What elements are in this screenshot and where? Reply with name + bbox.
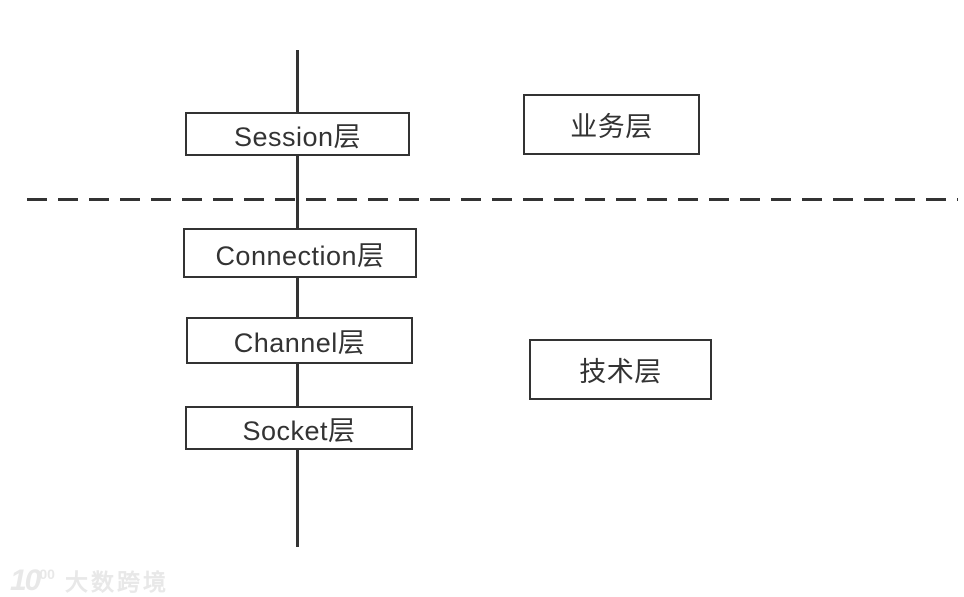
watermark-logo-sup: 00 — [39, 566, 55, 582]
watermark-logo-base: 10 — [10, 564, 41, 597]
tech-layer-box: 技术层 — [529, 339, 712, 400]
session-layer-box: Session层 — [185, 112, 410, 156]
layer-boundary-dashed-line — [27, 198, 958, 201]
tech-layer-label: 技术层 — [579, 357, 662, 387]
vertical-connector-line — [296, 50, 299, 547]
socket-layer-box: Socket层 — [185, 406, 413, 450]
watermark-logo-icon: 1000 — [10, 560, 55, 597]
session-layer-label: Session层 — [233, 121, 362, 152]
channel-layer-box: Channel层 — [186, 317, 413, 364]
socket-layer-label: Socket层 — [242, 415, 356, 446]
watermark: 1000 大数跨境 — [10, 560, 169, 597]
channel-layer-label: Channel层 — [233, 328, 366, 358]
connection-layer-label: Connection层 — [215, 240, 385, 271]
business-layer-box: 业务层 — [523, 94, 700, 155]
watermark-brand-text: 大数跨境 — [64, 569, 169, 595]
connection-layer-box: Connection层 — [183, 228, 417, 278]
business-layer-label: 业务层 — [570, 112, 653, 142]
